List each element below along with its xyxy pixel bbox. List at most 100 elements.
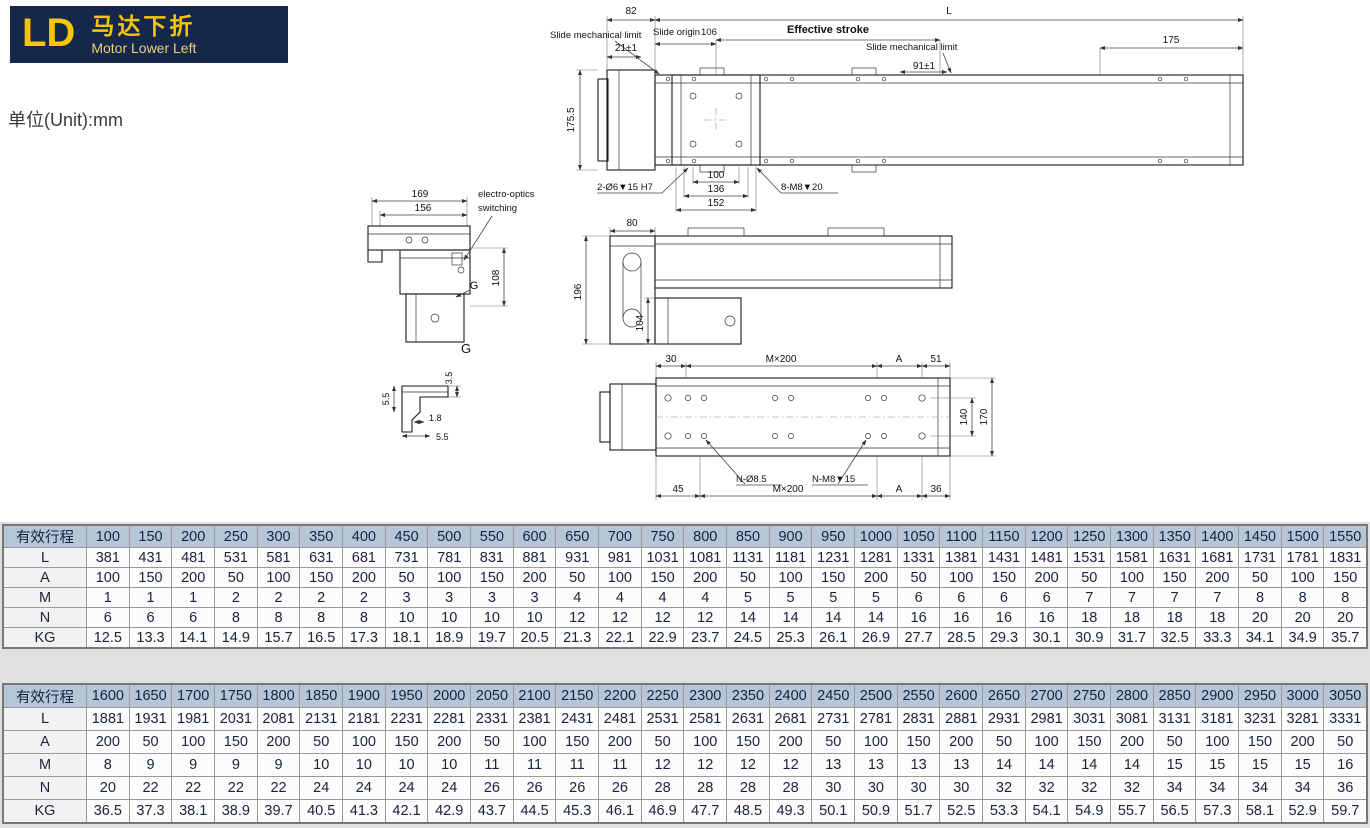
table-cell: 100 [939, 567, 984, 588]
table-cell: 18.1 [384, 627, 429, 649]
table-cell: 2831 [896, 707, 941, 731]
table-cell: 14 [1024, 753, 1069, 777]
flange-screws [665, 76, 1189, 164]
label-electro-optics-line1: electro-optics [478, 189, 535, 200]
table-cell: 26 [598, 776, 642, 800]
table-cell: 30 [854, 776, 898, 800]
table-cell: 150 [384, 730, 429, 754]
dim-label-51: 51 [930, 354, 942, 365]
table-cell: 16 [896, 607, 941, 628]
table-cell: 4 [598, 587, 642, 608]
table-cell: 10 [384, 607, 429, 628]
dim-label-30: 30 [665, 354, 677, 365]
table-cell: 14 [726, 607, 770, 628]
table-cell: 36.5 [86, 799, 130, 824]
table-cell: 2250 [640, 683, 685, 708]
logo-title-chinese: 马达下折 [91, 13, 196, 40]
table-cell: 20.5 [512, 627, 557, 649]
table-cell: 1031 [640, 547, 685, 568]
table-cell: 11 [512, 753, 557, 777]
table-cell: 28 [726, 776, 770, 800]
label-mount-holes: 8-M8▼20 [781, 182, 823, 193]
table-cell: 24.5 [726, 627, 770, 649]
table-cell: 3081 [1110, 707, 1154, 731]
table-cell: 100 [768, 567, 813, 588]
table-cell: 50 [1152, 730, 1197, 754]
table-cell: 300 [256, 524, 301, 548]
table-cell: 100 [1195, 730, 1240, 754]
table-cell: 200 [1024, 567, 1069, 588]
table-cell: 100 [86, 524, 130, 548]
table-cell: 45.3 [555, 799, 600, 824]
table-cell: 50 [640, 730, 685, 754]
label-effective-stroke: Effective stroke [787, 24, 869, 36]
table-cell: 1000 [854, 524, 898, 548]
table-cell: 26 [555, 776, 600, 800]
logo-titles: 马达下折 Motor Lower Left [91, 13, 196, 56]
table-cell: 50 [811, 730, 856, 754]
table-cell: 3050 [1323, 683, 1368, 708]
table-cell: 1 [128, 587, 173, 608]
table-cell: 11 [598, 753, 642, 777]
table-cell: 16 [1323, 753, 1368, 777]
table-cell: 1331 [896, 547, 941, 568]
table-cell: 2331 [470, 707, 514, 731]
table-cell: 1831 [1323, 547, 1368, 568]
table-cell: 2000 [427, 683, 472, 708]
row-label: KG [2, 627, 87, 649]
table-cell: 2081 [256, 707, 301, 731]
series-code: LD [22, 11, 76, 55]
table-cell: 731 [384, 547, 429, 568]
row-label: KG [2, 799, 87, 824]
dim-label-91: 91±1 [913, 61, 936, 72]
table-cell: 6 [86, 607, 130, 628]
table-cell: 1750 [214, 683, 258, 708]
table-cell: 681 [342, 547, 386, 568]
table-cell: 200 [171, 567, 216, 588]
table-cell: 10 [299, 753, 344, 777]
table-cell: 4 [555, 587, 600, 608]
table-cell: 800 [683, 524, 728, 548]
table-cell: 1100 [939, 524, 984, 548]
table-cell: 4 [640, 587, 685, 608]
table-cell: 50 [982, 730, 1026, 754]
table-cell: 13 [896, 753, 941, 777]
table-cell: 6 [896, 587, 941, 608]
table-cell: 58.1 [1238, 799, 1282, 824]
dim-label-106: 106 [701, 27, 717, 38]
row-label: L [2, 547, 87, 568]
table-cell: 200 [512, 567, 557, 588]
table-cell: 12 [683, 607, 728, 628]
table-cell: 50 [1323, 730, 1368, 754]
unit-label: 单位(Unit):mm [8, 110, 123, 130]
row-label: 有效行程 [2, 524, 87, 548]
table-cell: 15 [1238, 753, 1282, 777]
dim-label-3-5: 3.5 [444, 372, 454, 385]
table-cell: 200 [939, 730, 984, 754]
label-n-tapped-holes: N-M8▼15 [812, 474, 855, 485]
dim-label-80: 80 [626, 218, 638, 229]
table-cell: 46.1 [598, 799, 642, 824]
table-cell: 50 [384, 567, 429, 588]
table-cell: 42.9 [427, 799, 472, 824]
table-cell: 49.3 [768, 799, 813, 824]
table-cell: 32.5 [1152, 627, 1197, 649]
table-cell: 150 [128, 567, 173, 588]
table-cell: 100 [683, 730, 728, 754]
table-cell: 1931 [128, 707, 173, 731]
dim-label-196: 196 [573, 283, 584, 300]
table-cell: 48.5 [726, 799, 770, 824]
dim-label-100: 100 [708, 170, 725, 181]
table-cell: 200 [598, 730, 642, 754]
table-cell: 16 [1024, 607, 1069, 628]
table-cell: 3181 [1195, 707, 1240, 731]
table-cell: 17.3 [342, 627, 386, 649]
table-cell: 1650 [128, 683, 173, 708]
table-cell: 581 [256, 547, 301, 568]
table-cell: 6 [982, 587, 1026, 608]
table-cell: 3131 [1152, 707, 1197, 731]
table-cell: 9 [214, 753, 258, 777]
